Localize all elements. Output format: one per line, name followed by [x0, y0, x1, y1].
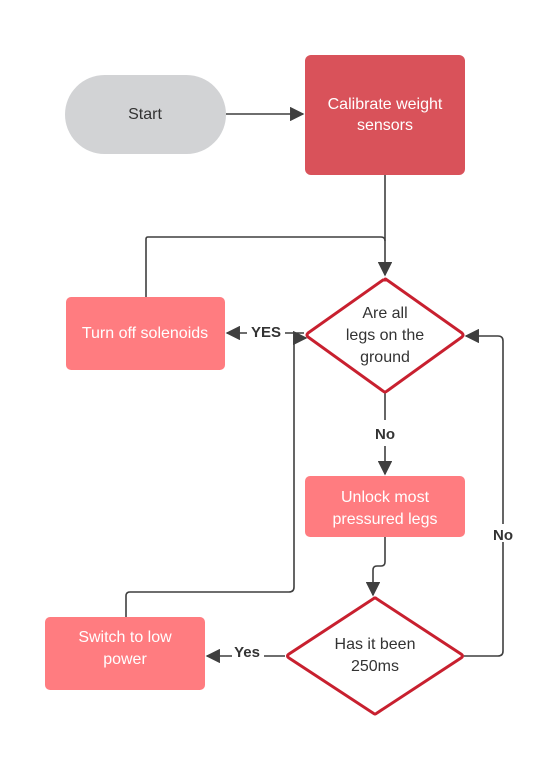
label-bg-legs-yes — [247, 323, 285, 342]
node-unlock-line1: Unlock most — [341, 489, 430, 506]
node-low-power: Switch to low power — [45, 617, 205, 690]
node-legs-check-line1: Are all — [362, 305, 407, 322]
node-start-label: Start — [128, 106, 162, 123]
node-calibrate-line1: Calibrate weight — [328, 96, 443, 113]
edge-label-legs-no: No — [375, 426, 395, 443]
node-legs-check-line3: ground — [360, 349, 410, 366]
edge-label-legs-yes: YES — [251, 324, 281, 341]
edge-timer-no-lower — [464, 542, 504, 657]
node-legs-check: Are all legs on the ground — [305, 277, 465, 394]
edge-low-power-loop — [125, 330, 308, 617]
node-timer-check-line1: Has it been — [335, 636, 416, 653]
node-low-power-line2: power — [103, 651, 147, 668]
node-solenoids-label: Turn off solenoids — [82, 325, 208, 342]
node-calibrate: Calibrate weight sensors — [305, 55, 465, 175]
node-unlock: Unlock most pressured legs — [305, 476, 465, 537]
node-calibrate-line2: sensors — [357, 117, 413, 134]
edge-solenoids-loop — [145, 236, 386, 297]
edge-unlock-to-timer — [365, 537, 386, 597]
node-timer-check: Has it been 250ms — [286, 596, 464, 716]
edges — [125, 106, 504, 664]
node-timer-check-line2: 250ms — [351, 658, 399, 675]
edge-timer-no-upper — [464, 328, 504, 524]
edge-label-timer-yes: Yes — [234, 644, 260, 661]
node-start: Start — [65, 75, 226, 154]
node-legs-check-line2: legs on the — [346, 327, 424, 344]
node-unlock-line2: pressured legs — [333, 511, 438, 528]
edge-label-timer-no: No — [493, 527, 513, 544]
node-solenoids: Turn off solenoids — [66, 297, 225, 370]
node-low-power-line1: Switch to low — [78, 629, 172, 646]
